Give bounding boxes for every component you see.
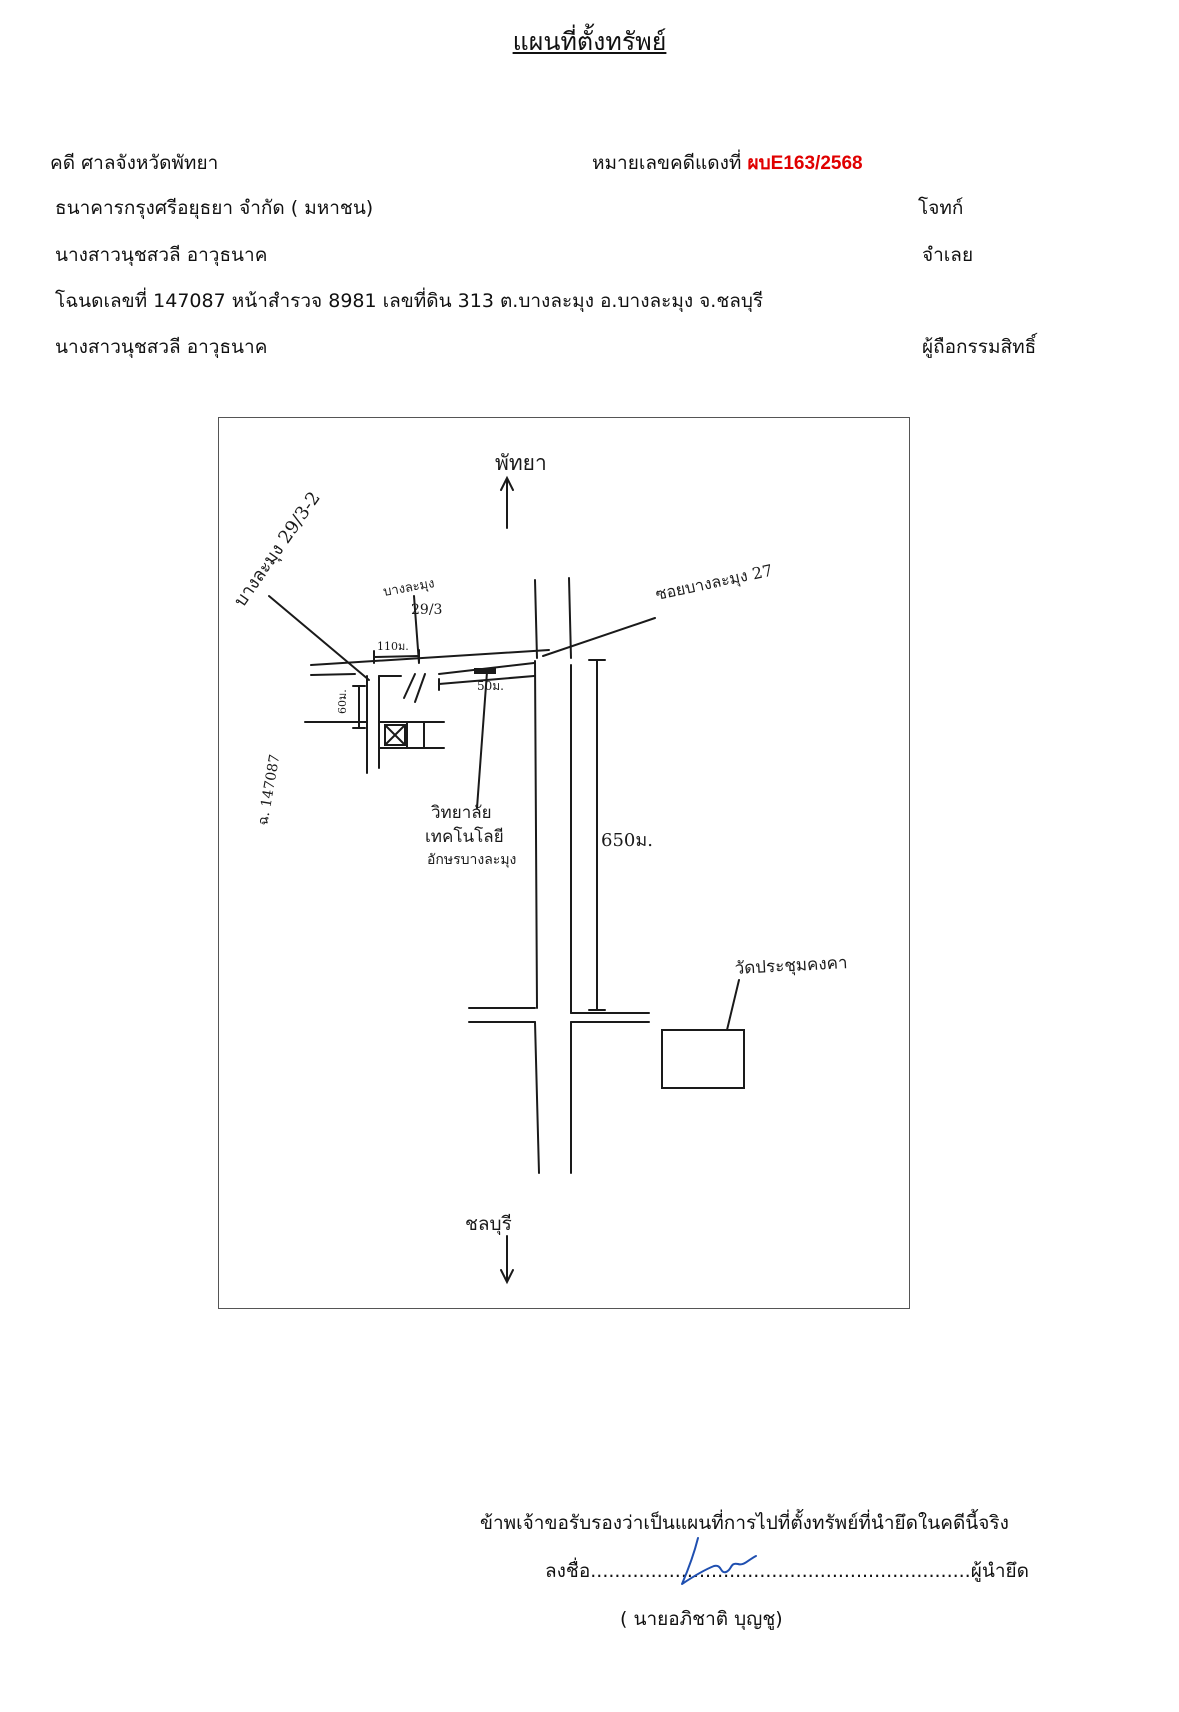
sign-dots: ........................................…	[590, 1560, 971, 1582]
temple-plot	[661, 1029, 745, 1089]
dist-650: 650ม.	[601, 830, 653, 851]
defendant-role: จำเลย	[922, 244, 974, 266]
sign-role: ผู้นำยึด	[970, 1560, 1029, 1582]
deed-line: โฉนดเลขที่ 147087 หน้าสำรวจ 8981 เลขที่ด…	[55, 290, 764, 312]
page-title: แผนที่ตั้งทรัพย์	[512, 27, 667, 56]
dist-60: 60ม.	[336, 689, 349, 714]
signature-line: ลงชื่อ..................................…	[545, 1556, 1029, 1586]
main-road-left-bottom	[534, 1021, 540, 1174]
map-drawing: พัทยา ชลบุรี ซอยบางละมุง 27 บางละมุง 29/…	[230, 451, 848, 1285]
owner-name: นางสาวนุชสวลี อาวุธนาค	[55, 336, 268, 358]
deed-label: ฉ. 147087	[255, 753, 283, 827]
soi-small-label-bottom: 29/3	[411, 602, 442, 618]
sign-prefix: ลงชื่อ	[545, 1560, 591, 1582]
main-road-left-top	[534, 579, 538, 659]
certification-statement: ข้าพเจ้าขอรับรองว่าเป็นแผนที่การไปที่ตั้…	[480, 1512, 1009, 1534]
college-label-2: เทคโนโลยี	[425, 826, 504, 847]
plaintiff-name: ธนาคารกรุงศรีอยุธยา จำกัด ( มหาชน)	[55, 197, 374, 219]
dist-50: 50ม.	[477, 679, 504, 693]
handwritten-signature	[681, 1537, 757, 1585]
south-arrow-head	[500, 1269, 514, 1285]
case-number-value: ผบE163/2568	[747, 153, 863, 174]
north-arrow-head	[500, 475, 514, 491]
soi-main-label: ซอยบางละมุง 27	[654, 561, 775, 605]
soi-small-label-top: บางละมุง	[382, 576, 436, 600]
main-road-right-top	[568, 577, 572, 659]
soi27-top-edge	[310, 649, 550, 666]
main-road-left-mid	[534, 660, 538, 1009]
soi27-bottom-edge-left	[310, 673, 356, 676]
south-label: ชลบุรี	[465, 1213, 512, 1236]
owner-role: ผู้ถือกรรมสิทธิ์	[922, 336, 1037, 358]
temple-label: วัดประชุมคงคา	[734, 953, 848, 979]
signer-name: ( นายอภิชาติ บุญชู)	[620, 1608, 783, 1630]
case-court: คดี ศาลจังหวัดพัทยา	[50, 152, 219, 174]
college-label-1: วิทยาลัย	[431, 803, 492, 823]
plaintiff-role: โจทก์	[918, 197, 964, 219]
defendant-name: นางสาวนุชสวลี อาวุธนาค	[55, 244, 268, 266]
case-number-label: หมายเลขคดีแดงที่	[592, 152, 742, 174]
dist-110: 110ม.	[377, 640, 409, 653]
college-label-3: อักษรบางละมุง	[427, 852, 516, 868]
case-number: หมายเลขคดีแดงที่ ผบE163/2568	[592, 148, 863, 178]
soi-left-label: บางละมุง 29/3-2	[230, 488, 325, 611]
location-map: พัทยา ชลบุรี ซอยบางละมุง 27 บางละมุง 29/…	[218, 417, 910, 1309]
north-label: พัทยา	[495, 451, 547, 475]
property-plot	[384, 724, 406, 746]
